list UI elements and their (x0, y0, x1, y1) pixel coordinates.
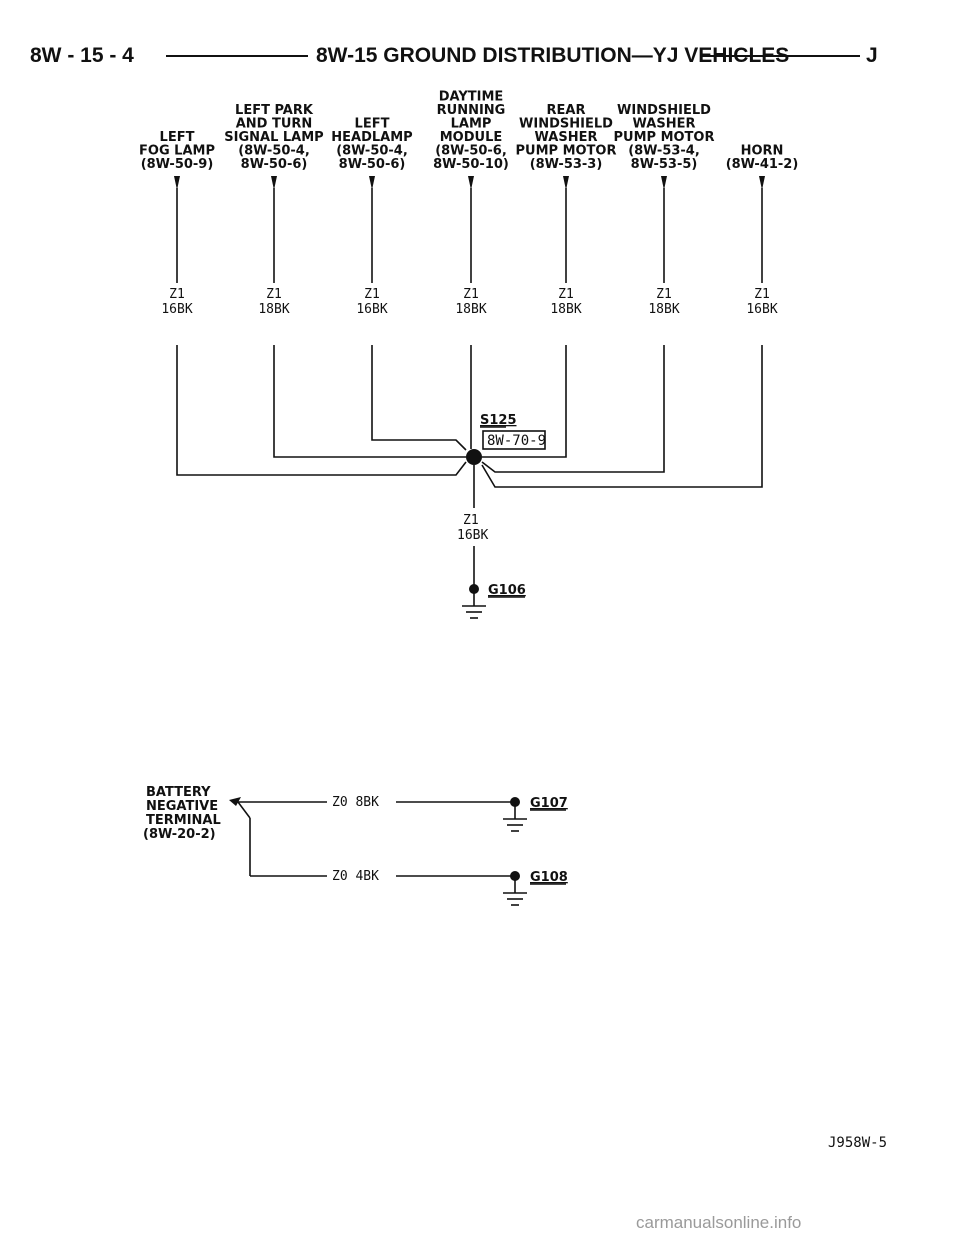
component-3-label-line-0: DAYTIME (439, 90, 504, 105)
circuit-z0-4bk-code: Z0 4BK (332, 869, 379, 884)
component-2-label-line-3: 8W-50-6) (339, 157, 406, 172)
component-6-wire-code: Z1 (754, 287, 770, 302)
component-2-label-line-2: (8W-50-4, (336, 144, 408, 159)
component-4-wire-code: Z1 (558, 287, 574, 302)
component-5-label-line-4: 8W-53-5) (631, 157, 698, 172)
component-4-label-line-2: WASHER (535, 130, 598, 145)
page-title: 8W-15 GROUND DISTRIBUTION—YJ VEHICLES (316, 44, 789, 67)
splice-id: S125 (480, 413, 517, 428)
component-0-wire-code: Z1 (169, 287, 185, 302)
component-6-wire-route (481, 345, 763, 488)
battery-label-line3: TERMINAL (146, 813, 221, 828)
ground-symbol-g108 (503, 892, 527, 906)
component-5-wire-route (481, 345, 665, 473)
component-6-wire-gauge: 16BK (746, 302, 777, 317)
component-4-label-line-3: PUMP MOTOR (516, 144, 617, 159)
component-1-label-line-0: LEFT PARK (235, 103, 314, 118)
component-4-label-line-0: REAR (547, 103, 586, 118)
component-5-label-line-2: PUMP MOTOR (614, 130, 715, 145)
circuit-z0-8bk-code: Z0 8BK (332, 795, 379, 810)
component-2-connector-arrow (369, 176, 375, 190)
component-1-connector-arrow (271, 176, 277, 190)
component-1-label-line-2: SIGNAL LAMP (224, 130, 323, 145)
component-5-label-line-3: (8W-53-4, (628, 144, 700, 159)
component-3-wire-gauge: 18BK (455, 302, 486, 317)
page-reference: 8W - 15 - 4 (30, 44, 134, 67)
splice-ref-box (482, 430, 546, 450)
component-3-connector-arrow (468, 176, 474, 190)
component-2-wire-code: Z1 (364, 287, 380, 302)
component-5-wire-gauge: 18BK (648, 302, 679, 317)
component-1-label-line-3: (8W-50-4, (238, 144, 310, 159)
component-0-label-line-0: LEFT (160, 130, 195, 145)
battery-label-line4: (8W-20-2) (143, 827, 216, 842)
component-4-wire-gauge: 18BK (550, 302, 581, 317)
component-0-label-line-1: FOG LAMP (139, 144, 215, 159)
component-2-label-line-1: HEADLAMP (331, 130, 412, 145)
component-3-label-line-5: 8W-50-10) (433, 157, 509, 172)
component-6-label-line-0: HORN (741, 144, 784, 159)
component-5-connector-arrow (661, 176, 667, 190)
figure-id: J958W-5 (828, 1135, 887, 1151)
component-0-connector-arrow (174, 176, 180, 190)
ground-g108-label: G108 (530, 870, 568, 885)
component-4-label-line-4: (8W-53-3) (530, 157, 603, 172)
component-wires: Z116BKZ118BKZ116BKZ118BKZ118BKZ118BKZ116… (161, 176, 778, 488)
trunk-wire-gauge: 16BK (457, 528, 488, 543)
component-4-wire-route (482, 345, 567, 458)
ground-symbol-g106 (462, 605, 486, 619)
component-0-label-line-2: (8W-50-9) (141, 157, 214, 172)
component-0-wire-gauge: 16BK (161, 302, 192, 317)
battery-label-line2: NEGATIVE (146, 799, 218, 814)
component-3-wire-code: Z1 (463, 287, 479, 302)
battery-label-line1: BATTERY (146, 785, 211, 800)
component-2-label-line-0: LEFT (355, 117, 390, 132)
splice-ref: 8W-70-9 (487, 433, 546, 449)
splice-dot (466, 449, 482, 465)
component-5-label-line-0: WINDSHIELD (617, 103, 711, 118)
trunk-wire-code: Z1 (463, 513, 479, 528)
battery-terminal-arrow (229, 797, 241, 806)
component-4-label-line-1: WINDSHIELD (519, 117, 613, 132)
ground-g106-label: G106 (488, 583, 526, 598)
watermark: carmanualsonline.info (636, 1213, 801, 1232)
component-6-connector-arrow (759, 176, 765, 190)
component-1-wire-code: Z1 (266, 287, 282, 302)
ground-g107-label: G107 (530, 796, 568, 811)
component-1-label-line-1: AND TURN (236, 117, 313, 132)
component-3-label-line-1: RUNNING (437, 103, 506, 118)
component-6-label-line-1: (8W-41-2) (726, 157, 799, 172)
section-letter: J (866, 44, 878, 67)
component-3-label-line-3: MODULE (440, 130, 503, 145)
component-1-wire-route (273, 345, 466, 458)
component-2-wire-route (371, 345, 467, 451)
ground-symbol-g107 (503, 818, 527, 832)
component-0-wire-route (176, 345, 467, 476)
component-2-wire-gauge: 16BK (356, 302, 387, 317)
component-5-label-line-1: WASHER (633, 117, 696, 132)
component-4-connector-arrow (563, 176, 569, 190)
ground-g106-dot (469, 584, 479, 594)
component-1-label-line-4: 8W-50-6) (241, 157, 308, 172)
component-5-wire-code: Z1 (656, 287, 672, 302)
component-1-wire-gauge: 18BK (258, 302, 289, 317)
component-3-label-line-2: LAMP (451, 117, 492, 132)
component-3-label-line-4: (8W-50-6, (435, 144, 507, 159)
battery-branch-diag (237, 801, 251, 819)
